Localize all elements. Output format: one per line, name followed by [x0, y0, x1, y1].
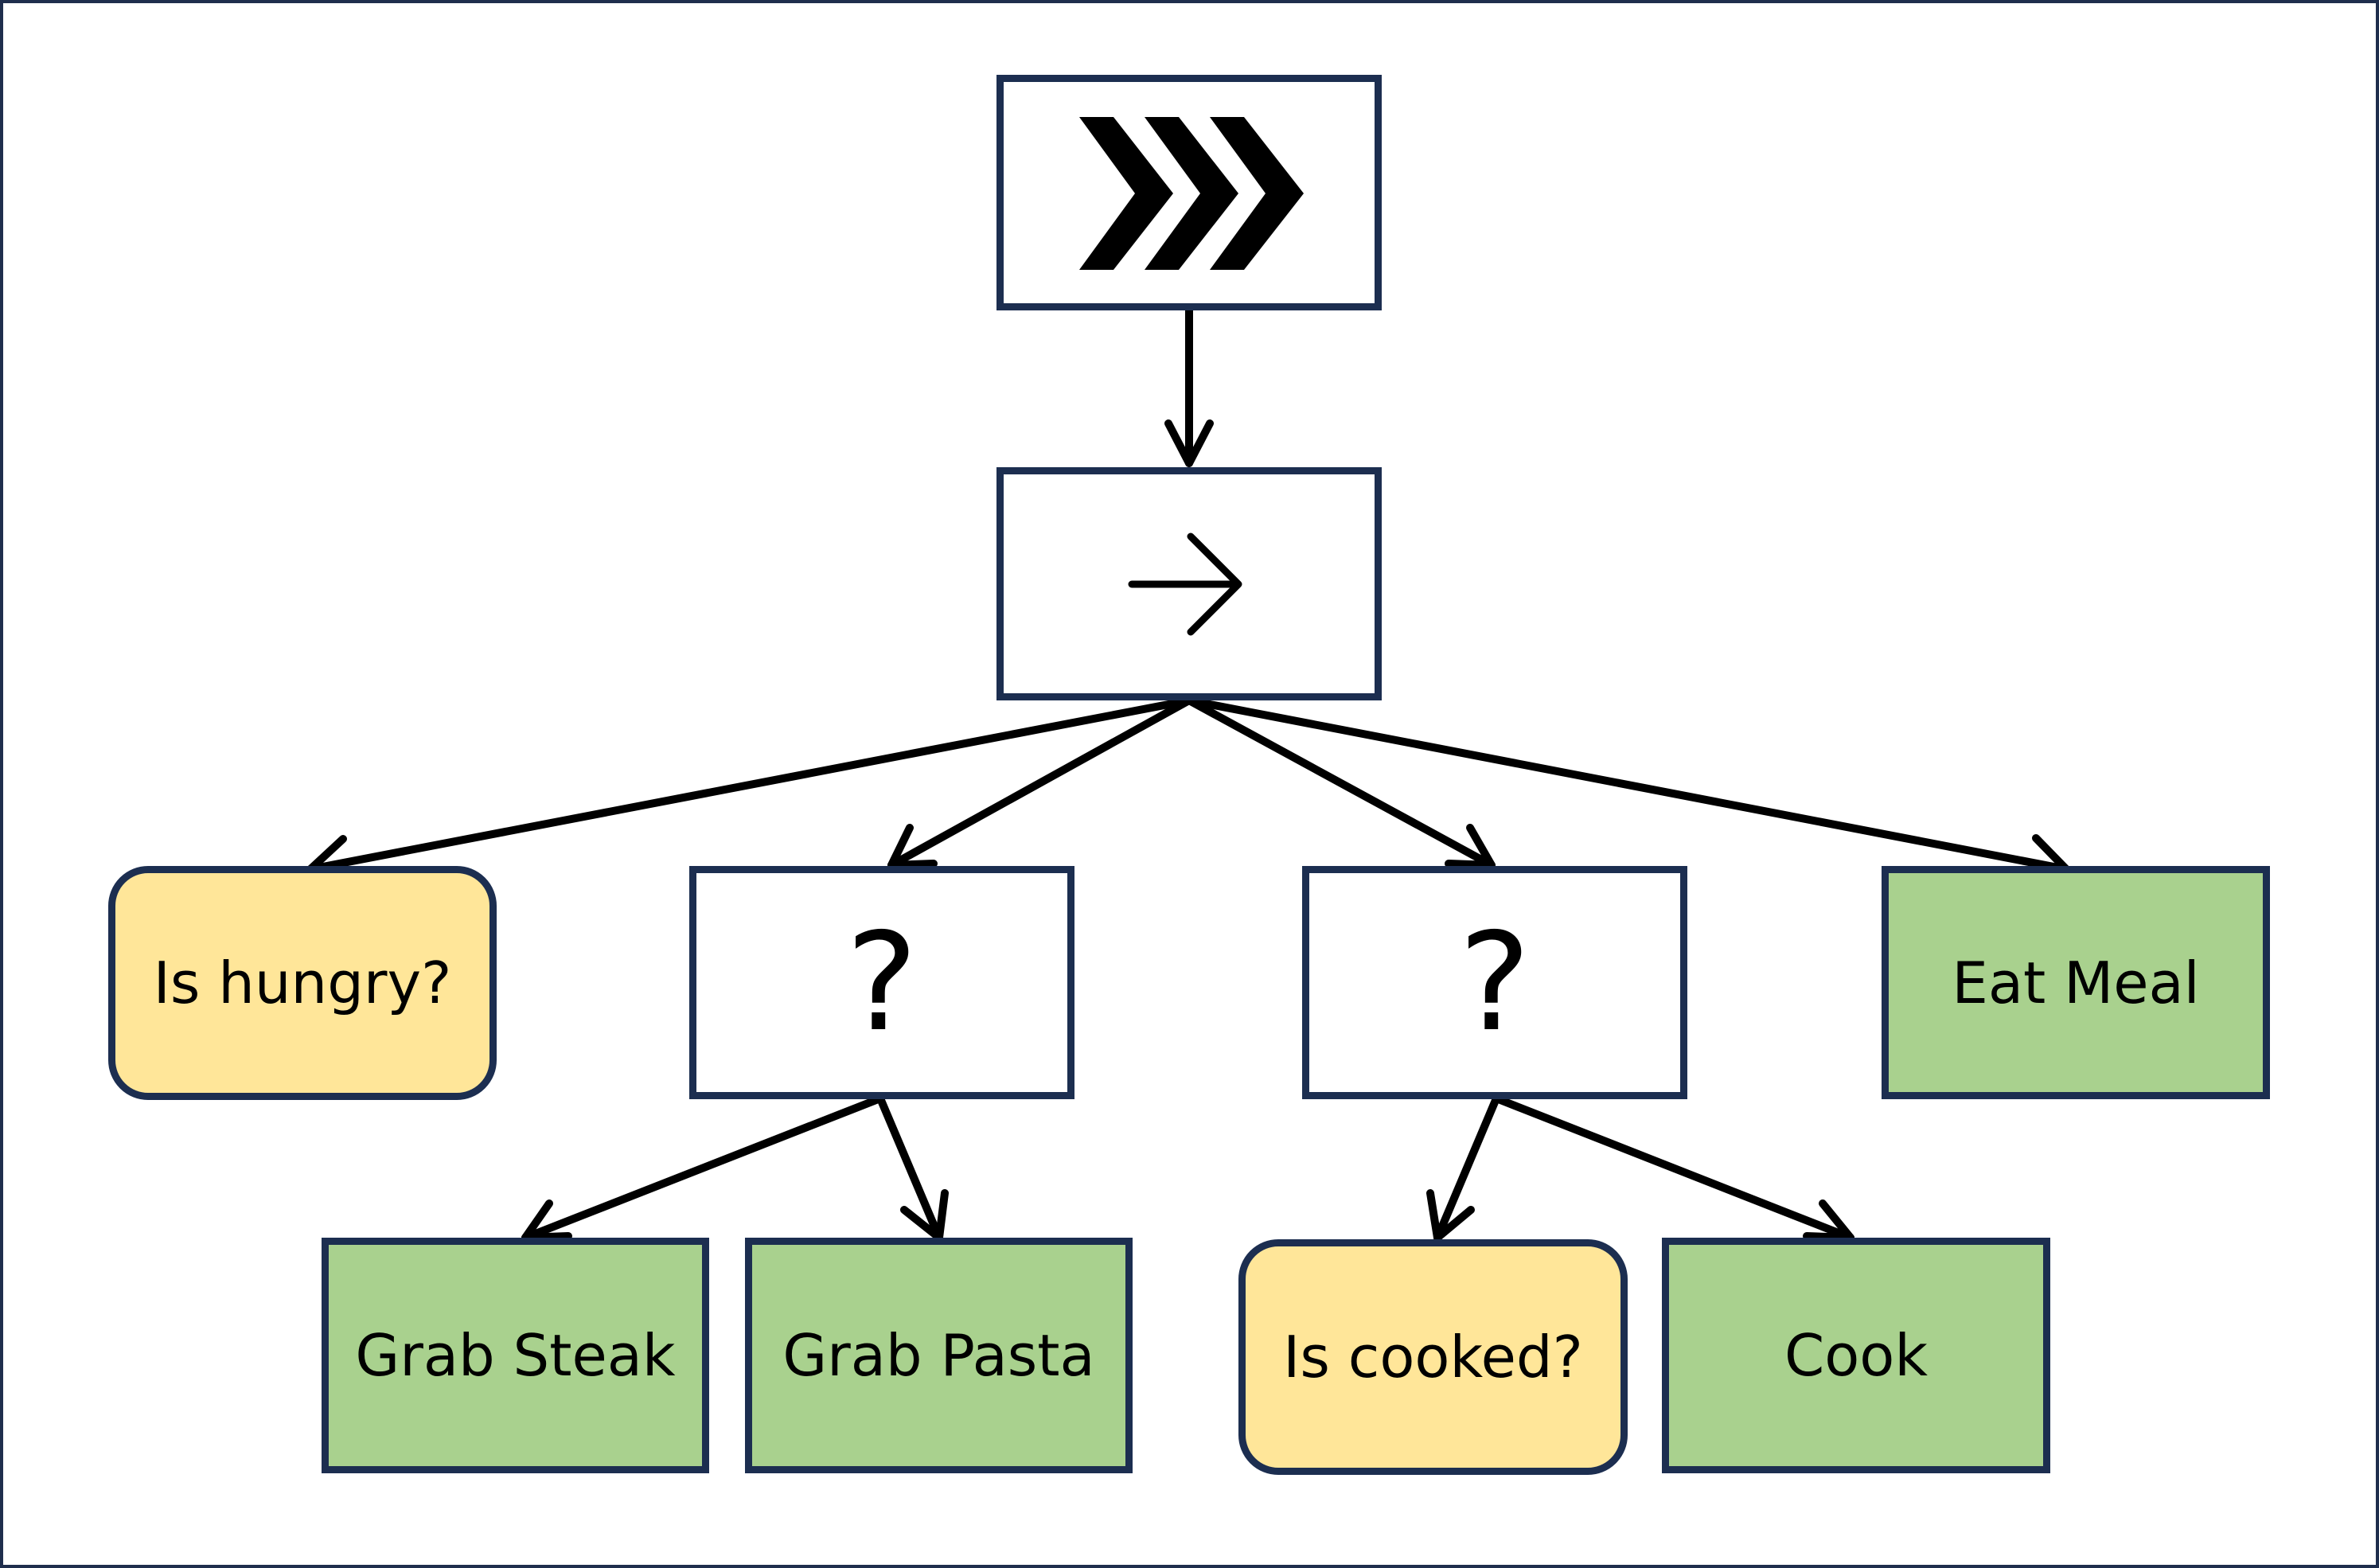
selector-left-label: ? — [845, 903, 918, 1062]
cook-label: Cook — [1784, 1322, 1929, 1389]
is-cooked-condition: Is cooked? — [1238, 1239, 1628, 1475]
edge-sequence-to-is-hungry — [306, 696, 1193, 884]
right-arrow-icon — [1128, 532, 1242, 635]
is-cooked-label: Is cooked? — [1283, 1324, 1583, 1391]
sequence-node — [996, 467, 1382, 700]
edge-selector-left-to-grab-steak — [521, 1094, 884, 1242]
grab-pasta-action: Grab Pasta — [745, 1238, 1133, 1473]
edge-root-to-sequence — [1164, 306, 1214, 467]
eat-meal-action: Eat Meal — [1882, 866, 2270, 1099]
edge-selector-right-to-is-cooked — [1426, 1094, 1500, 1242]
repeater-node — [996, 75, 1382, 310]
grab-pasta-label: Grab Pasta — [782, 1322, 1095, 1389]
edge-sequence-to-eat-meal — [1185, 696, 2070, 883]
triple-chevron-icon — [1079, 117, 1304, 270]
selector-right-label: ? — [1458, 903, 1531, 1062]
is-hungry-condition: Is hungry? — [108, 866, 497, 1100]
cook-action: Cook — [1662, 1238, 2050, 1473]
edge-sequence-to-selector-right — [1185, 696, 1496, 869]
selector-left-node: ? — [689, 866, 1074, 1099]
selector-right-node: ? — [1302, 866, 1687, 1099]
grab-steak-label: Grab Steak — [355, 1322, 676, 1389]
is-hungry-label: Is hungry? — [153, 950, 452, 1016]
edge-selector-left-to-grab-pasta — [876, 1094, 949, 1242]
grab-steak-action: Grab Steak — [322, 1238, 709, 1473]
edge-selector-right-to-cook — [1492, 1094, 1854, 1242]
eat-meal-label: Eat Meal — [1952, 949, 2200, 1016]
edge-sequence-to-selector-left — [887, 696, 1193, 869]
